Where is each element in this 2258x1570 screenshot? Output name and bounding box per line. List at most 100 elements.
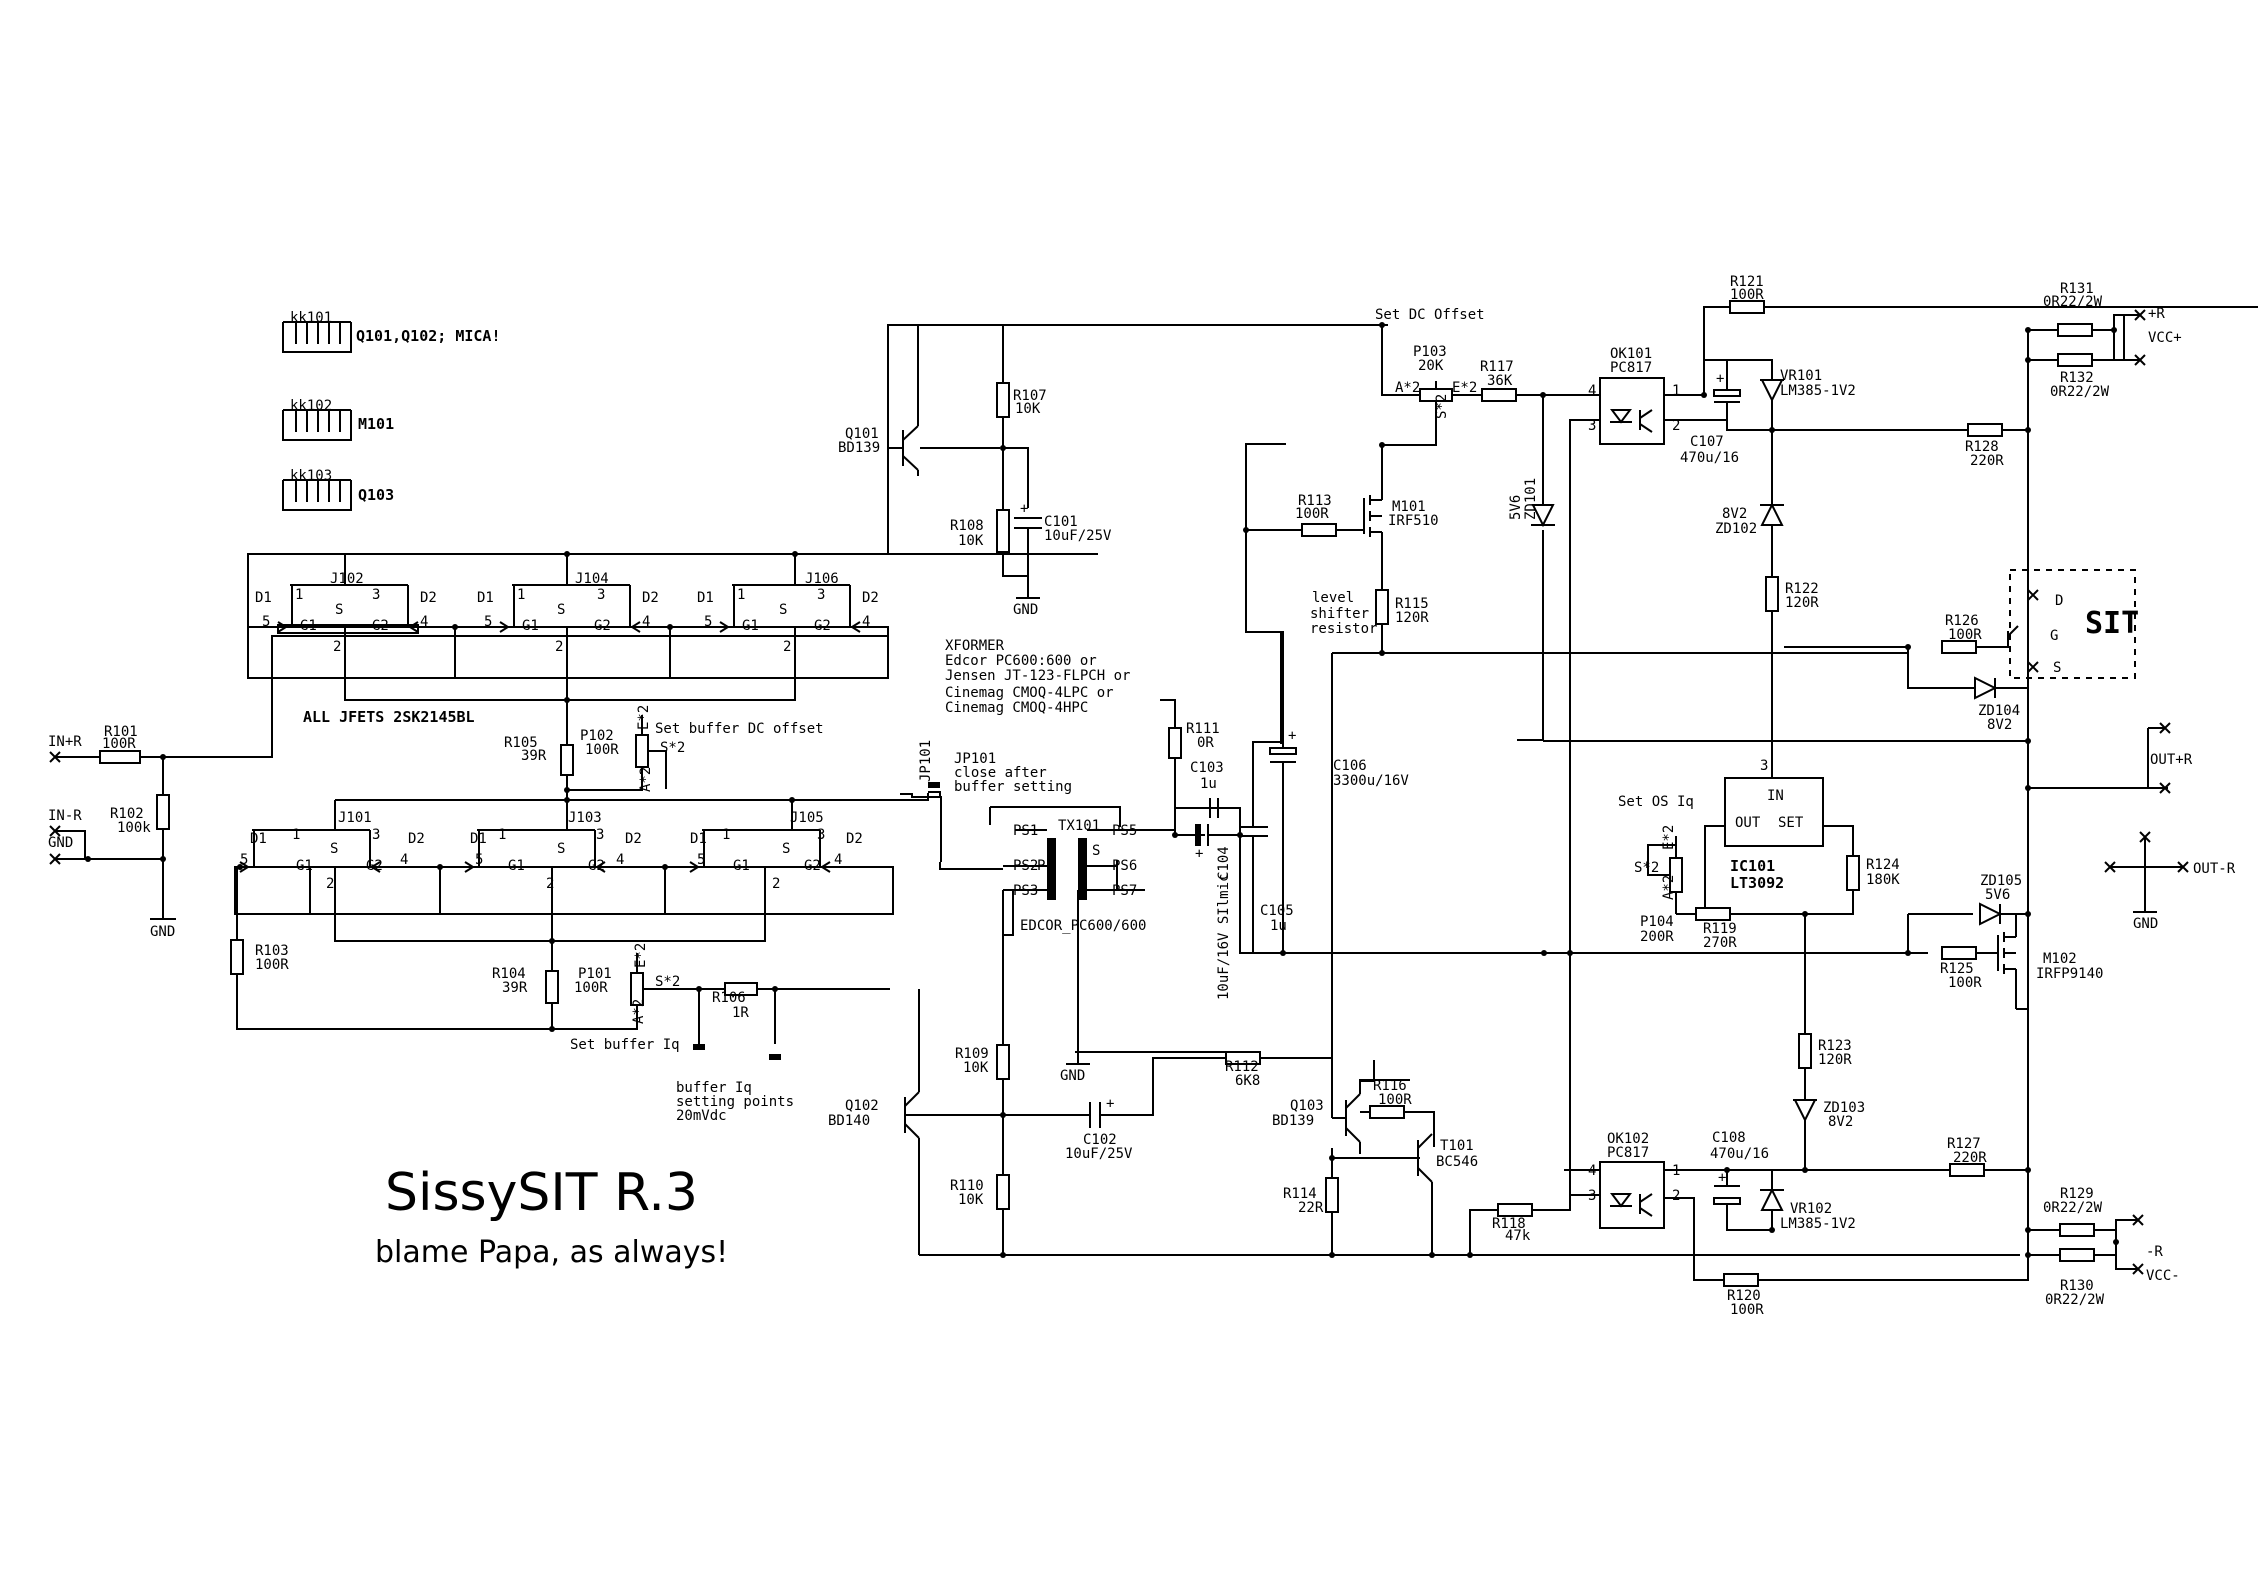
svg-text:IC101: IC101 bbox=[1730, 857, 1775, 875]
svg-text:JP101: JP101 bbox=[918, 740, 934, 782]
svg-text:E*2: E*2 bbox=[633, 943, 649, 968]
svg-text:1: 1 bbox=[1672, 383, 1680, 399]
svg-text:R121: R121 bbox=[1730, 274, 1764, 290]
svg-text:ZD104: ZD104 bbox=[1978, 703, 2020, 719]
svg-text:10K: 10K bbox=[958, 533, 984, 549]
zener-zd102: 8V2 ZD102 bbox=[1715, 502, 1784, 537]
svg-text:OUT-R: OUT-R bbox=[2193, 861, 2236, 877]
svg-text:C108: C108 bbox=[1712, 1130, 1746, 1146]
svg-text:0R22/2W: 0R22/2W bbox=[2050, 384, 2110, 400]
svg-text:5: 5 bbox=[240, 852, 248, 868]
svg-text:OUT: OUT bbox=[1735, 815, 1761, 831]
svg-text:C103: C103 bbox=[1190, 760, 1224, 776]
label-xformer-line5: Cinemag CMOQ-4HPC bbox=[945, 700, 1088, 716]
svg-text:R118: R118 bbox=[1492, 1216, 1526, 1232]
resistor-r118: R118 47k bbox=[1492, 1203, 1533, 1244]
svg-text:R104: R104 bbox=[492, 966, 526, 982]
svg-text:200R: 200R bbox=[1640, 929, 1674, 945]
svg-text:S*2: S*2 bbox=[1434, 394, 1450, 419]
svg-text:G1: G1 bbox=[300, 618, 317, 634]
schematic-title: SissySIT R.3 bbox=[385, 1163, 698, 1223]
svg-text:R128: R128 bbox=[1965, 439, 1999, 455]
svg-text:22R: 22R bbox=[1298, 1200, 1324, 1216]
svg-text:LT3092: LT3092 bbox=[1730, 874, 1784, 892]
svg-text:R129: R129 bbox=[2060, 1186, 2094, 1202]
svg-text:VR102: VR102 bbox=[1790, 1201, 1832, 1217]
svg-text:100R: 100R bbox=[1948, 975, 1982, 991]
svg-text:D: D bbox=[2055, 593, 2063, 609]
svg-text:G1: G1 bbox=[733, 858, 750, 874]
svg-text:5V6: 5V6 bbox=[1985, 887, 2010, 903]
capacitor-c108: + C108 470u/16 bbox=[1710, 1130, 1769, 1205]
svg-text:10uF/16V SIlmic: 10uF/16V SIlmic bbox=[1216, 874, 1232, 1000]
svg-text:R119: R119 bbox=[1703, 921, 1737, 937]
svg-text:+: + bbox=[1106, 1096, 1114, 1112]
svg-text:P104: P104 bbox=[1640, 914, 1674, 930]
svg-text:S: S bbox=[330, 841, 338, 857]
resistor-r127: R127 220R bbox=[1947, 1136, 1987, 1177]
svg-text:R132: R132 bbox=[2060, 370, 2094, 386]
capacitor-c107: + C107 470u/16 bbox=[1680, 371, 1741, 466]
zener-zd104: ZD104 8V2 bbox=[1974, 676, 2020, 733]
test-point-left bbox=[693, 1044, 705, 1050]
svg-text:BD139: BD139 bbox=[838, 440, 880, 456]
svg-text:M102: M102 bbox=[2043, 951, 2077, 967]
svg-text:4: 4 bbox=[1588, 383, 1596, 399]
svg-text:close after: close after bbox=[954, 765, 1047, 781]
svg-text:T101: T101 bbox=[1440, 1138, 1474, 1154]
svg-text:2: 2 bbox=[1672, 418, 1680, 434]
svg-text:S*2: S*2 bbox=[655, 974, 680, 990]
resistor-r131: R131 0R22/2W bbox=[2043, 281, 2103, 337]
svg-text:G1: G1 bbox=[742, 618, 759, 634]
svg-text:0R22/2W: 0R22/2W bbox=[2045, 1292, 2105, 1308]
svg-text:10K: 10K bbox=[958, 1192, 984, 1208]
svg-text:R126: R126 bbox=[1945, 613, 1979, 629]
svg-text:G2: G2 bbox=[372, 618, 389, 634]
svg-text:S: S bbox=[557, 841, 565, 857]
svg-text:G2: G2 bbox=[594, 618, 611, 634]
svg-text:D2: D2 bbox=[642, 590, 659, 606]
svg-text:P: P bbox=[1037, 858, 1045, 874]
svg-text:Q102: Q102 bbox=[845, 1098, 879, 1114]
svg-text:C102: C102 bbox=[1083, 1132, 1117, 1148]
svg-text:J104: J104 bbox=[575, 571, 609, 587]
svg-text:Q103: Q103 bbox=[1290, 1098, 1324, 1114]
svg-text:M101: M101 bbox=[1392, 499, 1426, 515]
svg-text:+R: +R bbox=[2148, 306, 2165, 322]
svg-text:kk101: kk101 bbox=[290, 310, 332, 326]
resistor-r105: R105 39R bbox=[504, 735, 574, 776]
svg-text:A*2: A*2 bbox=[638, 767, 654, 792]
svg-text:IN+R: IN+R bbox=[48, 734, 82, 750]
resistor-r108: R108 10K bbox=[950, 509, 1010, 553]
svg-text:D1: D1 bbox=[250, 831, 267, 847]
resistor-r112: R112 6K8 bbox=[1225, 1051, 1261, 1089]
svg-text:P102: P102 bbox=[580, 728, 614, 744]
svg-text:3: 3 bbox=[597, 587, 605, 603]
capacitor-c105: C105 1u bbox=[1240, 826, 1294, 953]
svg-text:LM385-1V2: LM385-1V2 bbox=[1780, 383, 1856, 399]
svg-text:2: 2 bbox=[783, 639, 791, 655]
label-level-shifter-1: level bbox=[1312, 590, 1354, 606]
svg-text:R114: R114 bbox=[1283, 1186, 1317, 1202]
optocoupler-ok102: OK102 PC817 4 3 1 2 bbox=[1588, 1131, 1680, 1229]
resistor-r117: R117 36K bbox=[1480, 359, 1517, 402]
svg-text:OK101: OK101 bbox=[1610, 346, 1652, 362]
svg-text:3: 3 bbox=[596, 827, 604, 843]
svg-text:R106: R106 bbox=[712, 990, 746, 1006]
transistor-q102: Q102 BD140 bbox=[828, 1091, 991, 1139]
capacitor-c106: + C106 3300u/16V bbox=[1269, 728, 1409, 952]
svg-text:Q103: Q103 bbox=[358, 486, 394, 504]
svg-text:1u: 1u bbox=[1270, 918, 1287, 934]
svg-text:+: + bbox=[1020, 501, 1028, 517]
svg-text:R109: R109 bbox=[955, 1046, 989, 1062]
jumper-jp101: JP101 JP101 close after buffer setting bbox=[918, 740, 1072, 798]
svg-text:2: 2 bbox=[1672, 1188, 1680, 1204]
svg-text:8V2: 8V2 bbox=[1987, 717, 2012, 733]
svg-text:10K: 10K bbox=[963, 1060, 989, 1076]
svg-text:J105: J105 bbox=[790, 810, 824, 826]
svg-text:4: 4 bbox=[616, 852, 624, 868]
svg-text:PC817: PC817 bbox=[1610, 360, 1652, 376]
svg-text:G2: G2 bbox=[814, 618, 831, 634]
